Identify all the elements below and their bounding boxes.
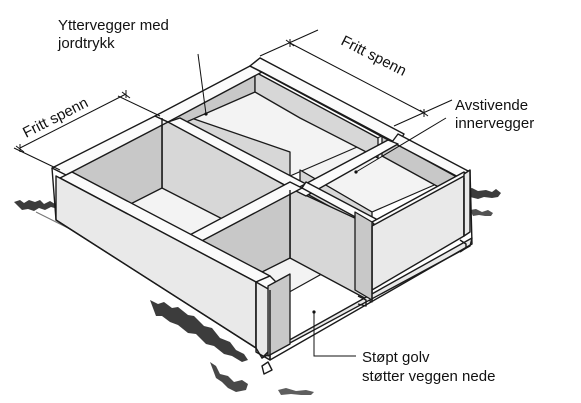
wall-face-front-corner xyxy=(267,273,291,357)
span-dimension-left xyxy=(13,90,161,171)
label-floor-line1: Støpt golv xyxy=(362,349,430,366)
label-bracing-walls-line2: innervegger xyxy=(455,115,534,132)
span-label-left: Fritt spenn xyxy=(20,94,91,141)
wall-face-back-rear-inner xyxy=(254,71,379,159)
outline-edges xyxy=(51,118,473,375)
label-outer-walls-line1: Yttervegger med xyxy=(58,17,169,34)
wall-face-front-right-edge xyxy=(354,211,373,301)
span-label-right: Fritt spenn xyxy=(338,32,409,79)
label-outer-walls-line2: jordtrykk xyxy=(57,35,115,52)
label-floor-line2: støtter veggen nede xyxy=(362,368,495,385)
span-dimension-right xyxy=(259,29,453,127)
wall-tops xyxy=(51,57,471,291)
leader-lines xyxy=(197,53,447,357)
label-bracing-walls-line1: Avstivende xyxy=(455,97,528,114)
